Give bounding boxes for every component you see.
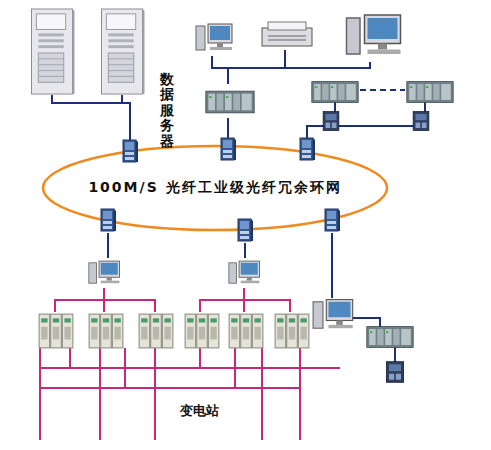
ring-network: 100M/S 光纤工业级光纤冗余环网	[43, 146, 387, 230]
ring-label: 100M/S 光纤工业级光纤冗余环网	[88, 179, 341, 197]
vertical-label: 数据服务器	[160, 72, 174, 149]
station-label: 变电站	[180, 402, 219, 420]
